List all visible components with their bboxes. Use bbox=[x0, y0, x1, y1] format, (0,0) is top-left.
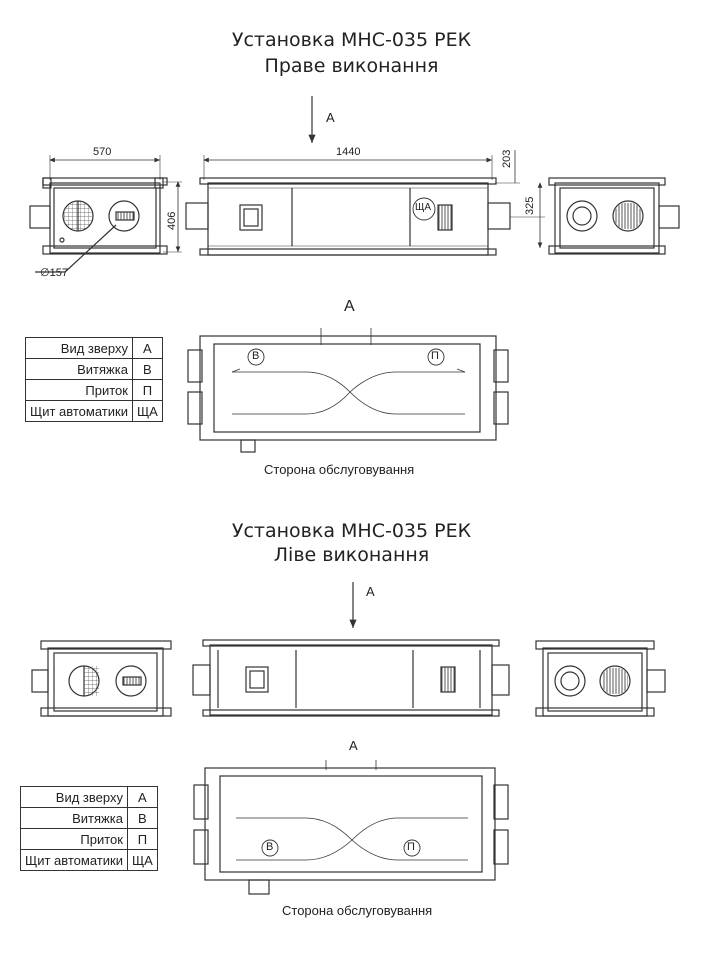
supply-mark-top: П bbox=[431, 350, 439, 362]
dim-width: 570 bbox=[93, 146, 112, 158]
legend-code: П bbox=[126, 828, 158, 850]
legend-name: Вид зверху bbox=[20, 786, 128, 808]
legend-code: А bbox=[126, 786, 158, 808]
bottom-side-view bbox=[192, 639, 510, 717]
top-subtitle: Праве виконання bbox=[264, 55, 439, 77]
plan-label-top: А bbox=[344, 298, 355, 315]
service-side-top: Сторона обслуговування bbox=[264, 462, 415, 477]
exhaust-mark-top: В bbox=[252, 350, 260, 362]
top-left-end-view bbox=[29, 155, 182, 273]
top-title: Установка МНС-035 РЕК bbox=[231, 29, 472, 51]
top-side-view bbox=[185, 150, 545, 256]
legend-code: П bbox=[131, 379, 163, 401]
legend-code: В bbox=[131, 358, 163, 380]
legend-code: ЩА bbox=[126, 849, 158, 871]
legend-name: Щит автоматики bbox=[20, 849, 128, 871]
dim-406: 406 bbox=[166, 211, 178, 230]
legend-name: Витяжка bbox=[25, 358, 133, 380]
dim-203: 203 bbox=[501, 149, 513, 168]
arrow-a-label-top: А bbox=[326, 110, 335, 125]
supply-mark-bottom: П bbox=[407, 841, 415, 853]
legend-code: А bbox=[131, 337, 163, 359]
legend-name: Приток bbox=[25, 379, 133, 401]
arrow-a-label-bottom: А bbox=[366, 584, 375, 599]
dim-length: 1440 bbox=[336, 146, 361, 158]
bottom-right-end-view bbox=[535, 640, 666, 717]
dim-diameter: ∅157 bbox=[40, 267, 68, 279]
bottom-title: Установка МНС-035 РЕК bbox=[231, 520, 472, 542]
legend-code: ЩА bbox=[131, 400, 163, 422]
panel-mark: ЩА bbox=[415, 202, 432, 213]
bottom-subtitle: Ліве виконання bbox=[273, 544, 430, 566]
legend-name: Приток bbox=[20, 828, 128, 850]
legend-code: В bbox=[126, 807, 158, 829]
bottom-plan-view bbox=[193, 760, 509, 895]
plan-label-bottom: А bbox=[349, 738, 358, 753]
legend-name: Щит автоматики bbox=[25, 400, 133, 422]
legend-name: Витяжка bbox=[20, 807, 128, 829]
top-right-end-view bbox=[548, 177, 680, 255]
dim-325: 325 bbox=[524, 196, 536, 215]
bottom-left-end-view bbox=[31, 640, 172, 717]
exhaust-mark-bottom: В bbox=[266, 841, 274, 853]
legend-name: Вид зверху bbox=[25, 337, 133, 359]
service-side-bottom: Сторона обслуговування bbox=[282, 903, 433, 918]
top-plan-view bbox=[187, 328, 509, 453]
